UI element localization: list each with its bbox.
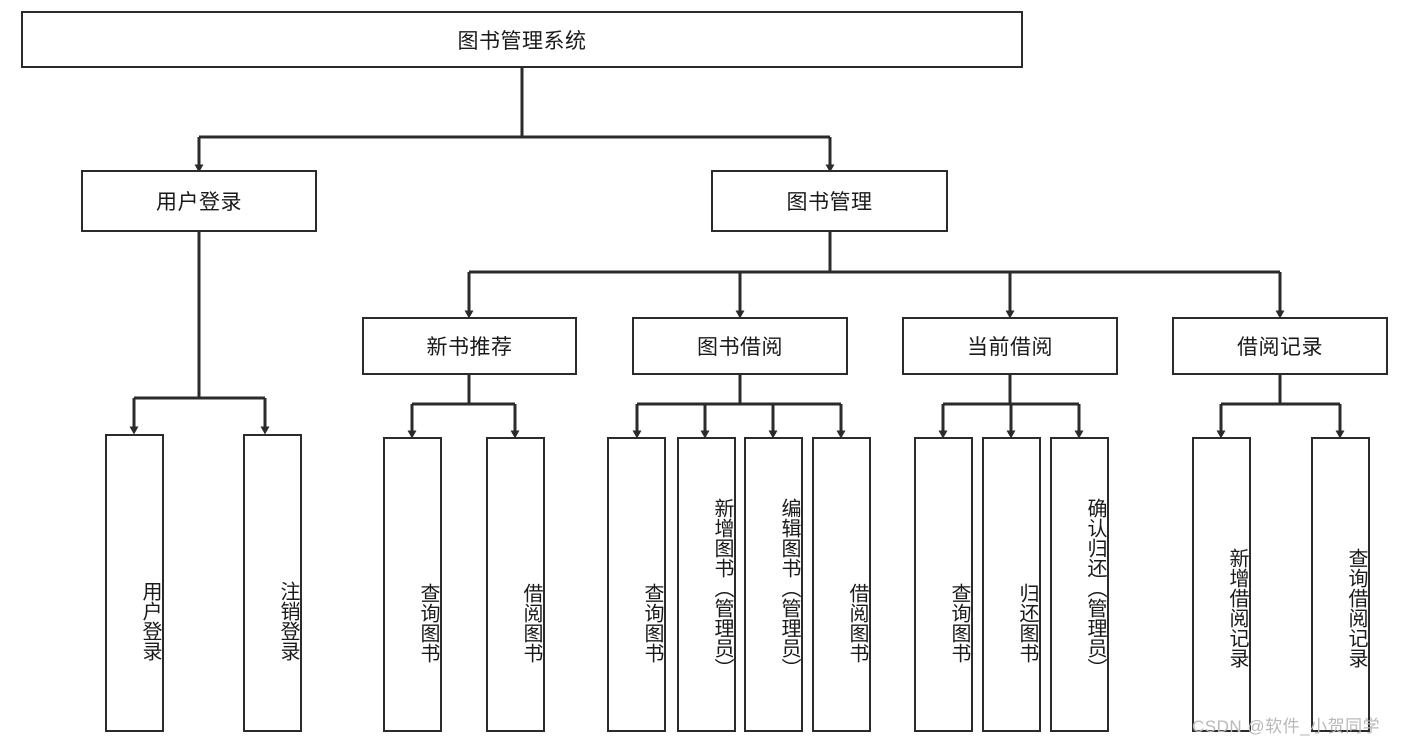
node-label: 编辑图书（管理员） [778,497,800,678]
node-label: 查询借阅记录 [1345,547,1367,668]
node-label: 确认归还（管理员） [1084,497,1106,678]
node-label: 借阅记录 [1237,336,1323,359]
node-label: 注销登录 [277,581,299,661]
node-label: 图书管理 [786,191,873,214]
leaf-return-book[interactable]: 归还图书 [982,437,1041,732]
node-label: 新书推荐 [426,336,513,359]
leaf-user-logout[interactable]: 注销登录 [243,434,302,732]
leaf-query-book-recommend[interactable]: 查询图书 [383,437,442,732]
leaf-query-borrow-record[interactable]: 查询借阅记录 [1311,437,1370,732]
node-label: 借阅图书 [846,582,868,663]
node-user-login[interactable]: 用户登录 [81,170,317,232]
leaf-add-borrow-record[interactable]: 新增借阅记录 [1192,437,1251,732]
node-label: 查询图书 [641,582,663,663]
node-book-management[interactable]: 图书管理 [711,170,948,232]
node-label: 用户登录 [156,191,242,214]
node-label: 新增图书（管理员） [711,497,733,678]
node-label: 用户登录 [139,581,161,661]
node-new-book-recommend[interactable]: 新书推荐 [362,317,577,375]
node-label: 图书管理系统 [457,29,587,53]
node-label: 当前借阅 [967,336,1053,359]
leaf-edit-book[interactable]: 编辑图书（管理员） [744,437,803,732]
watermark-text: CSDN @软件_小贺同学 [1192,717,1381,736]
node-label: 查询图书 [417,582,439,663]
leaf-query-book-current[interactable]: 查询图书 [914,437,973,732]
node-label: 图书借阅 [697,336,783,359]
leaf-borrow-book[interactable]: 借阅图书 [812,437,871,732]
node-root-system[interactable]: 图书管理系统 [21,11,1023,68]
leaf-user-login[interactable]: 用户登录 [105,434,164,732]
leaf-confirm-return[interactable]: 确认归还（管理员） [1050,437,1109,732]
node-label: 借阅图书 [520,582,542,663]
node-label: 归还图书 [1016,582,1038,663]
node-book-borrow[interactable]: 图书借阅 [632,317,848,375]
leaf-borrow-book-recommend[interactable]: 借阅图书 [486,437,545,732]
node-label: 新增借阅记录 [1226,547,1248,668]
node-label: 查询图书 [948,582,970,663]
leaf-query-book-borrow[interactable]: 查询图书 [607,437,666,732]
leaf-add-book[interactable]: 新增图书（管理员） [677,437,736,732]
node-borrow-record[interactable]: 借阅记录 [1172,317,1388,375]
node-current-borrow[interactable]: 当前借阅 [902,317,1118,375]
